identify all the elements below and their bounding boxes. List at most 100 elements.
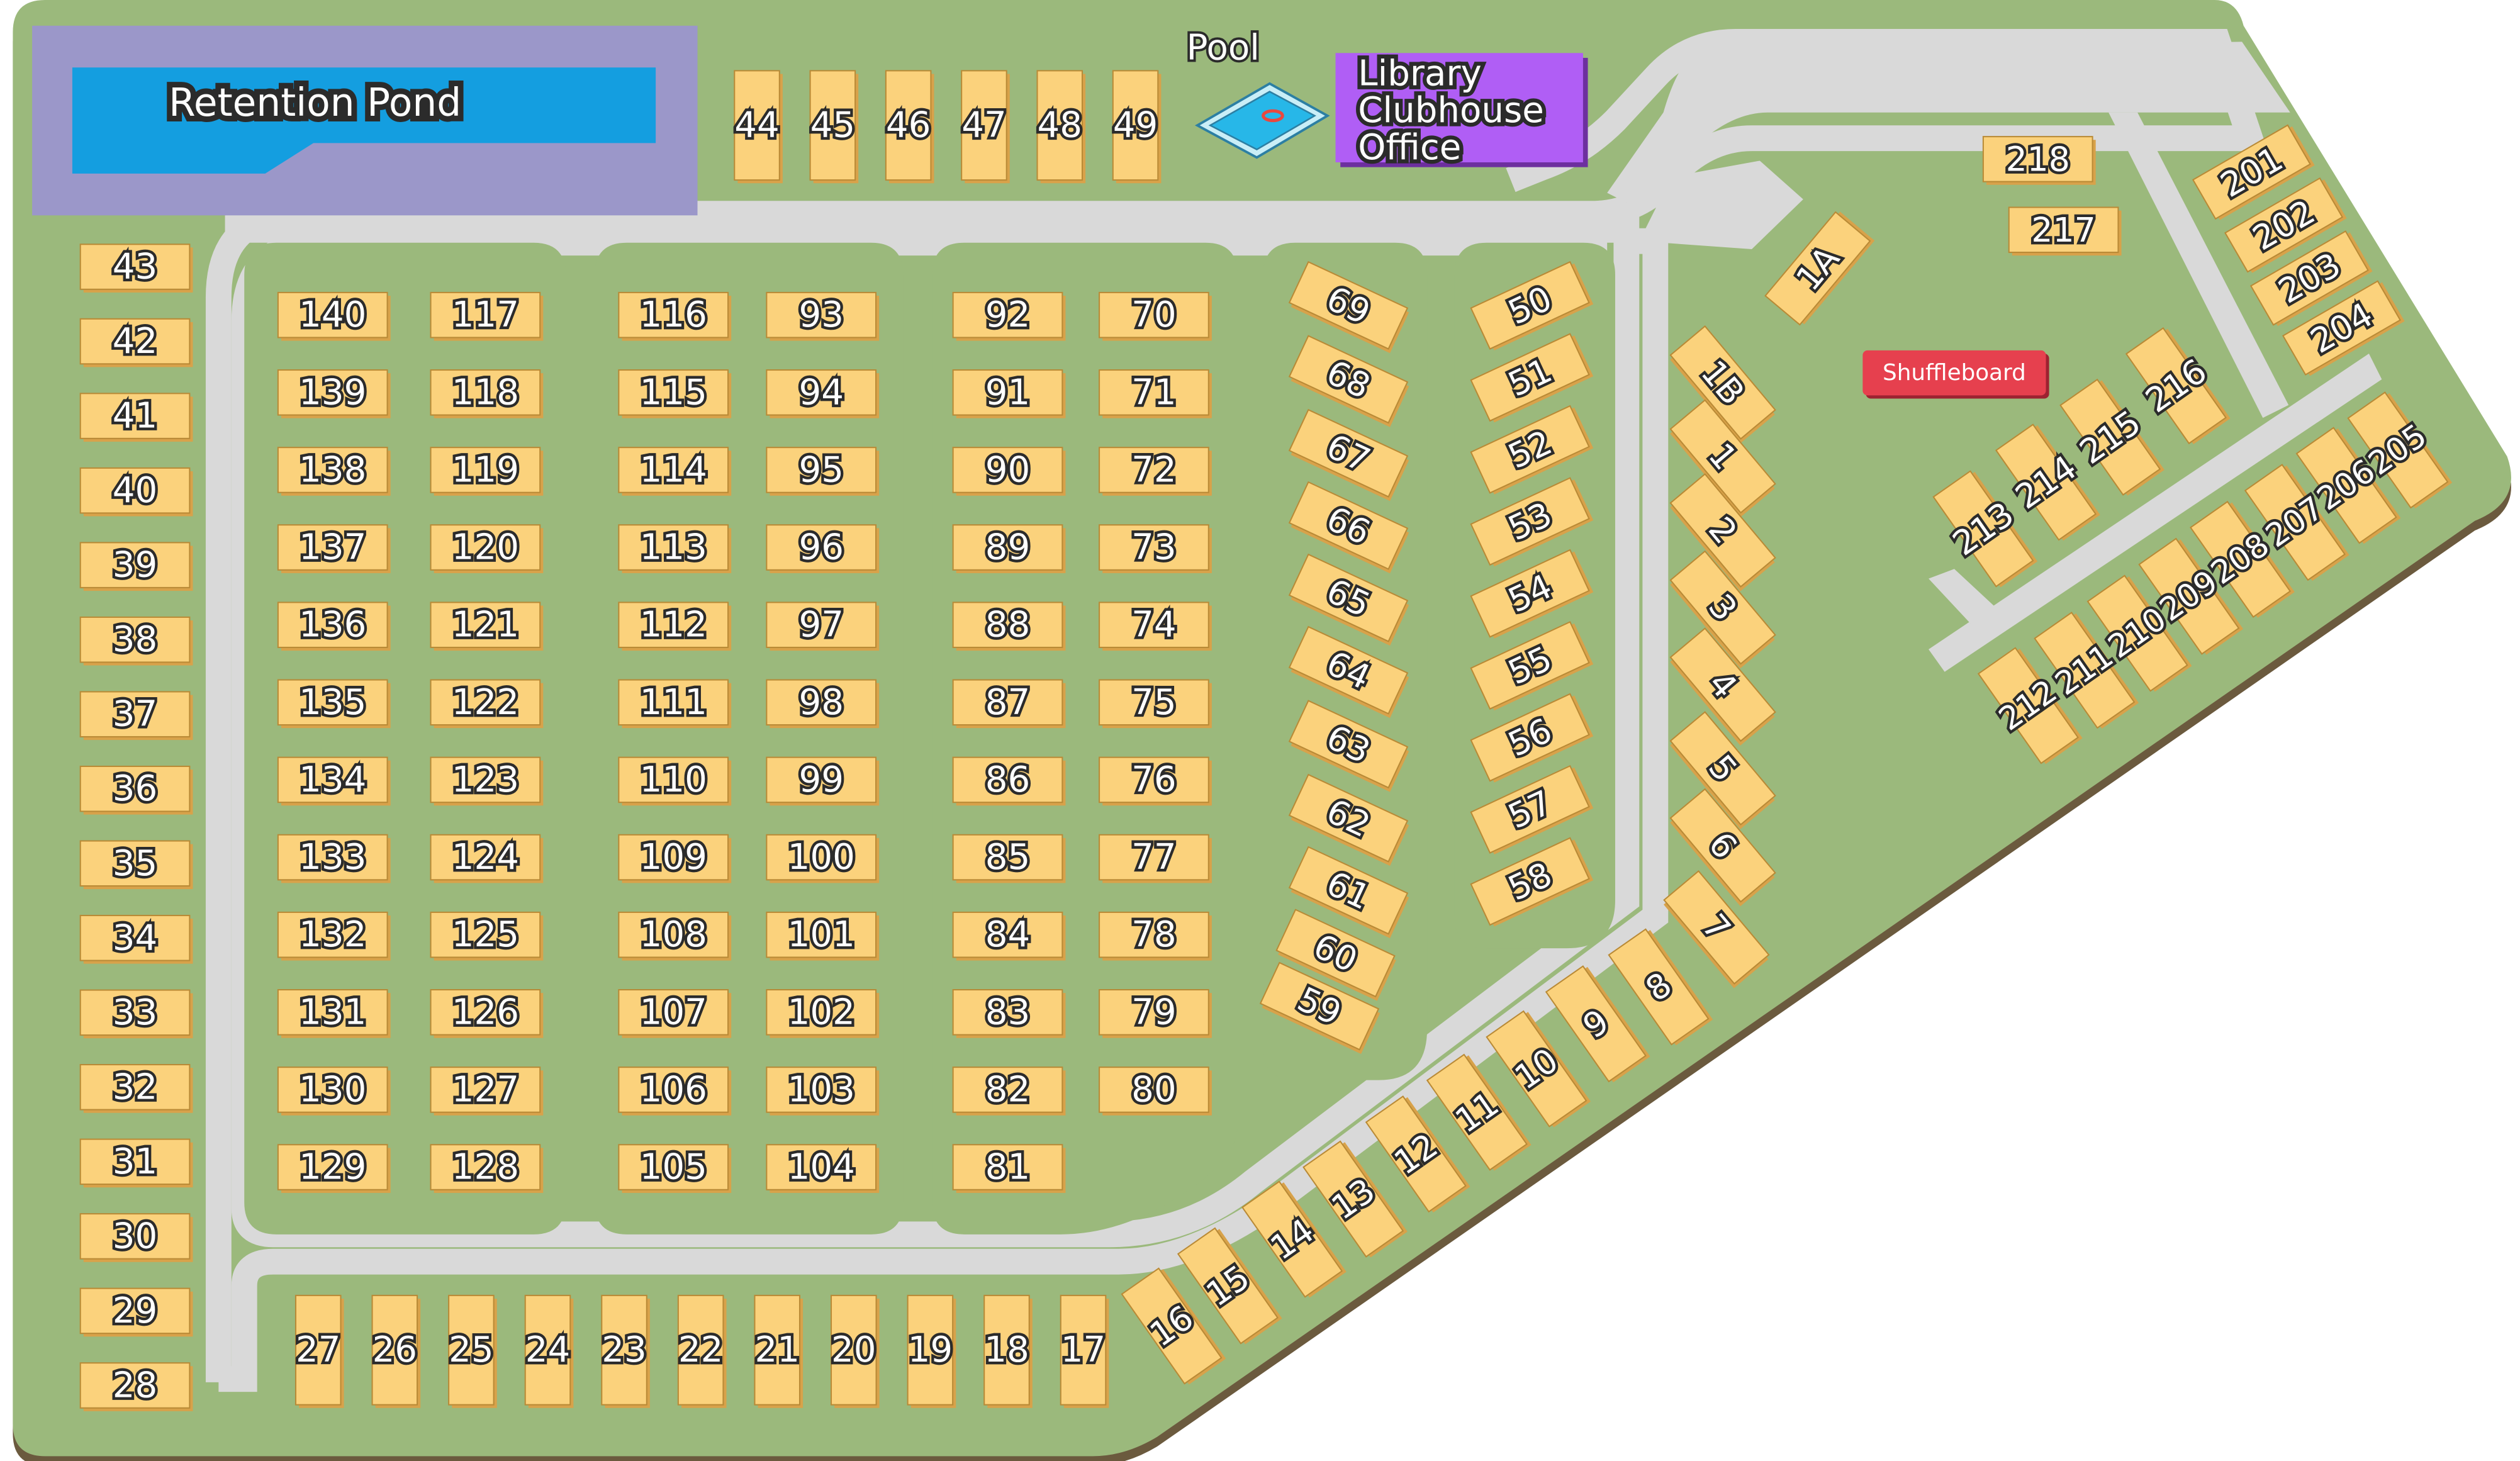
lot-body[interactable] [1259,961,1380,1051]
lot-208[interactable]: 208 [2184,497,2299,624]
lot-106[interactable]: 106 [618,1066,732,1116]
lot-body[interactable] [1099,1066,1209,1113]
lot-8[interactable]: 8 [1608,927,1713,1047]
lot-body[interactable] [448,1294,495,1406]
lot-body[interactable] [1470,260,1590,350]
lot-131[interactable]: 131 [277,989,391,1038]
lot-body[interactable] [277,291,388,339]
lot-body[interactable] [677,1294,724,1406]
lot-47[interactable]: 47 [959,70,1010,184]
lot-body[interactable] [952,369,1063,416]
lot-body[interactable] [766,679,877,726]
lot-body[interactable] [618,1144,729,1190]
lot-body[interactable] [831,1294,877,1406]
lot-128[interactable]: 128 [430,1144,544,1193]
lot-127[interactable]: 127 [430,1066,544,1116]
lot-body[interactable] [907,1294,954,1406]
lot-4[interactable]: 4 [1668,627,1778,746]
lot-body[interactable] [277,989,388,1036]
lot-body[interactable] [2295,427,2397,544]
lot-71[interactable]: 71 [1099,369,1212,418]
lot-body[interactable] [1099,524,1209,571]
lot-92[interactable]: 92 [952,291,1066,341]
lot-32[interactable]: 32 [79,1064,193,1113]
lot-body[interactable] [952,679,1063,726]
lot-body[interactable] [277,602,388,648]
lot-body[interactable] [1470,693,1590,782]
lot-body[interactable] [79,691,191,737]
lot-30[interactable]: 30 [79,1213,193,1262]
lot-107[interactable]: 107 [618,989,732,1038]
lot-body[interactable] [2347,391,2449,509]
lot-62[interactable]: 62 [1288,773,1410,866]
lot-79[interactable]: 79 [1099,989,1212,1038]
lot-body[interactable] [952,1066,1063,1113]
lot-111[interactable]: 111 [618,679,732,729]
lot-body[interactable] [79,244,191,290]
lot-body[interactable] [2190,500,2292,619]
lot-body[interactable] [952,291,1063,339]
lot-103[interactable]: 103 [766,1066,880,1116]
lot-89[interactable]: 89 [952,524,1066,573]
lot-body[interactable] [1099,369,1209,416]
lot-body[interactable] [1288,553,1409,642]
lot-84[interactable]: 84 [952,912,1066,961]
lot-48[interactable]: 48 [1034,70,1086,184]
lot-body[interactable] [1112,70,1159,181]
lot-17[interactable]: 17 [1058,1294,1109,1408]
lot-body[interactable] [1669,473,1776,588]
lot-body[interactable] [1288,773,1409,863]
lot-body[interactable] [79,765,191,812]
lot-body[interactable] [1470,549,1590,638]
lot-body[interactable] [430,447,541,493]
lot-body[interactable] [430,1066,541,1113]
lot-24[interactable]: 24 [522,1294,574,1408]
lot-body[interactable] [766,447,877,493]
lot-body[interactable] [1669,550,1776,665]
lot-body[interactable] [1099,989,1209,1036]
lot-14[interactable]: 14 [1241,1180,1347,1299]
lot-73[interactable]: 73 [1099,524,1212,573]
lot-body[interactable] [766,1144,877,1190]
lot-body[interactable] [618,679,729,726]
lot-124[interactable]: 124 [430,834,544,883]
lot-52[interactable]: 52 [1470,405,1594,496]
lot-74[interactable]: 74 [1099,602,1212,651]
lot-35[interactable]: 35 [79,840,193,890]
lot-20[interactable]: 20 [829,1294,880,1408]
lot-body[interactable] [1365,1095,1467,1213]
lot-body[interactable] [79,1213,191,1260]
lot-42[interactable]: 42 [79,318,193,367]
lot-29[interactable]: 29 [79,1288,193,1337]
lot-body[interactable] [601,1294,647,1406]
lot-96[interactable]: 96 [766,524,880,573]
lot-body[interactable] [430,1144,541,1190]
lot-body[interactable] [2244,464,2346,581]
lot-body[interactable] [430,524,541,571]
lot-3[interactable]: 3 [1668,550,1778,669]
lot-body[interactable] [766,602,877,648]
lot-body[interactable] [618,602,729,648]
lot-body[interactable] [277,679,388,726]
lot-46[interactable]: 46 [883,70,934,184]
lot-82[interactable]: 82 [952,1066,1066,1116]
lot-113[interactable]: 113 [618,524,732,573]
lot-body[interactable] [2059,378,2161,496]
lot-1A[interactable]: 1A [1764,210,1875,327]
clubhouse[interactable]: Library Clubhouse Office [1335,49,1588,172]
lot-body[interactable] [766,369,877,416]
lot-body[interactable] [430,602,541,648]
lot-body[interactable] [79,467,191,514]
lot-body[interactable] [1241,1180,1343,1298]
lot-body[interactable] [766,1066,877,1113]
lot-body[interactable] [79,393,191,439]
lot-112[interactable]: 112 [618,602,732,651]
lot-body[interactable] [952,834,1063,881]
lot-66[interactable]: 66 [1288,481,1410,574]
lot-117[interactable]: 117 [430,292,544,341]
lot-70[interactable]: 70 [1099,292,1212,341]
lot-135[interactable]: 135 [277,679,391,729]
lot-22[interactable]: 22 [676,1294,727,1408]
lot-104[interactable]: 104 [766,1144,880,1193]
lot-114[interactable]: 114 [618,447,732,496]
